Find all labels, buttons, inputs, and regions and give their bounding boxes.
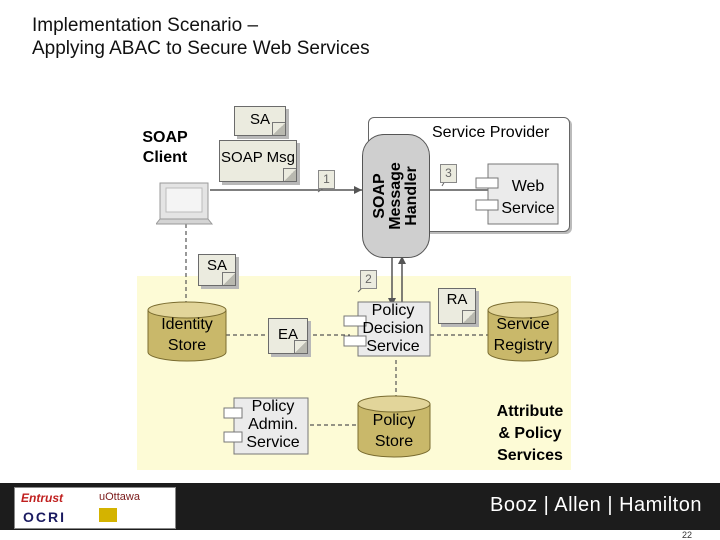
client-handler-arrow <box>354 186 362 194</box>
sa-document-top: SA <box>234 106 286 136</box>
identity-store-cylinder <box>147 301 227 362</box>
pds-handler-arrow <box>398 256 406 264</box>
step-1-tag: 1 <box>318 170 335 189</box>
policy-admin-service-label: Policy Admin. Service <box>246 398 300 451</box>
web-service-component <box>475 163 559 225</box>
slide-title: Implementation Scenario – Applying ABAC … <box>32 14 370 60</box>
page-number: 22 <box>681 530 692 540</box>
policy-decision-service-label: Policy Decision Service <box>362 302 424 355</box>
policy-admin-service-component <box>223 397 309 455</box>
service-registry-label: Service Registry <box>493 316 553 354</box>
uottawa-logo: uOttawa <box>99 491 140 503</box>
computer-icon <box>156 182 214 225</box>
soap-message-document: SOAP Msg <box>219 140 297 182</box>
university-crest-icon <box>99 508 117 522</box>
title-line-1: Implementation Scenario – <box>32 15 259 36</box>
identity-store-label: Identity Store <box>161 316 213 354</box>
step-3-tag: 3 <box>440 164 457 183</box>
service-registry-cylinder <box>487 301 559 362</box>
title-line-2: Applying ABAC to Secure Web Services <box>32 38 370 59</box>
ea-document: EA <box>268 318 308 354</box>
brand-wordmark: Booz | Allen | Hamilton <box>490 494 702 516</box>
ocri-logo: OCRI <box>23 509 66 525</box>
ra-document: RA <box>438 288 476 324</box>
entrust-logo: Entrust <box>21 491 63 505</box>
soap-client-label: SOAP Client <box>142 129 188 166</box>
sponsor-logos: Entrust uOttawa OCRI <box>14 487 176 529</box>
web-service-label: Web Service <box>501 178 555 217</box>
step-2-tag: 2 <box>360 270 377 289</box>
policy-decision-service-component <box>343 301 431 357</box>
attribute-policy-services-label: Attribute & Policy Services <box>496 403 564 464</box>
sa-document-left: SA <box>198 254 236 286</box>
policy-store-cylinder <box>357 395 431 458</box>
service-provider-label: Service Provider <box>432 124 550 141</box>
soap-message-handler: SOAP Message Handler <box>362 134 430 258</box>
policy-store-label: Policy Store <box>372 412 416 450</box>
